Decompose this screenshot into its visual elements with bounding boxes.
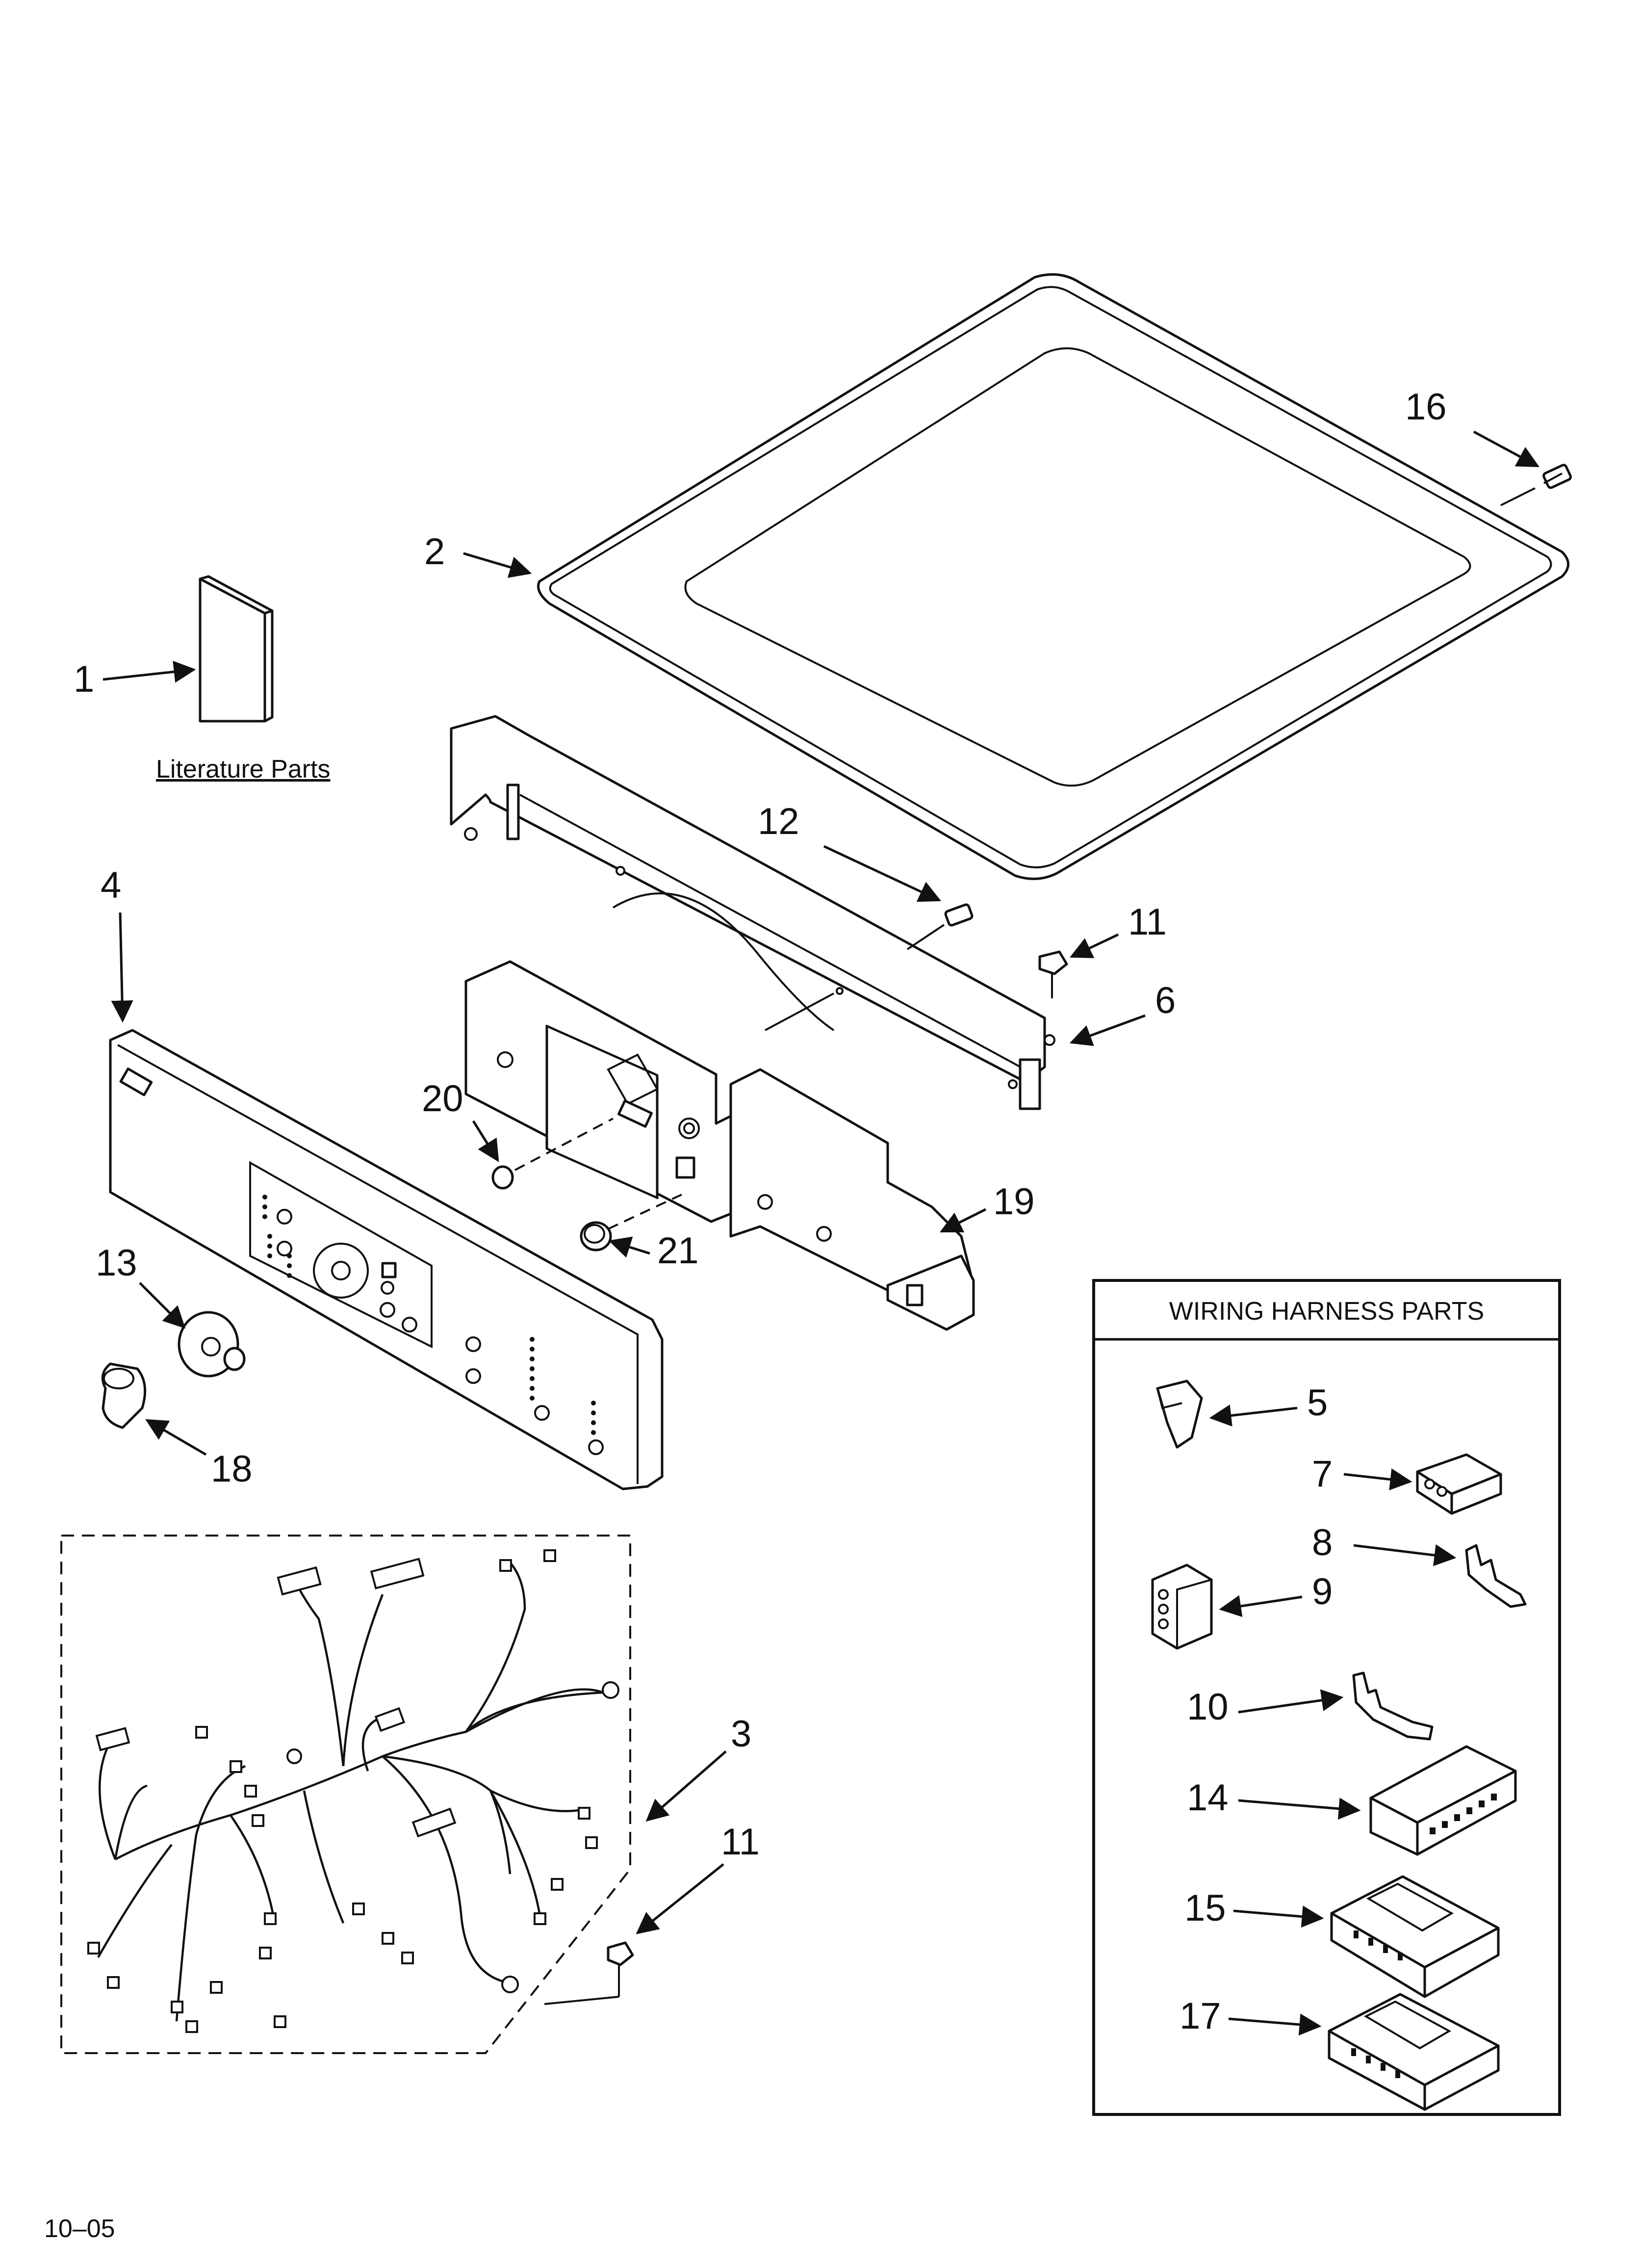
screw-12-axis-line [906, 924, 945, 950]
callout-2: 2 [424, 531, 445, 573]
callout-12-leader [823, 845, 942, 902]
callout-15-leader [1233, 1905, 1324, 1928]
literature-parts-caption: Literature Parts [156, 755, 331, 783]
dial-13-part [178, 1311, 246, 1378]
terminal-8-part [1465, 1544, 1527, 1608]
connector-7-part [1416, 1453, 1502, 1515]
callout-4-leader [111, 912, 133, 1023]
callout-21: 21 [657, 1230, 699, 1272]
callout-11-upper: 11 [1128, 901, 1167, 943]
connector-9-part [1151, 1564, 1213, 1650]
callout-3: 3 [731, 1713, 751, 1755]
callout-11-upper-leader [1069, 933, 1119, 958]
connector-14-part [1369, 1745, 1517, 1856]
console-panel-part [109, 1029, 664, 1490]
callout-14: 14 [1187, 1777, 1229, 1819]
screw-11-lower-part [544, 1941, 634, 2005]
button-21-axis-line [608, 1194, 682, 1230]
callout-17: 17 [1180, 1995, 1221, 2037]
button-21-part [580, 1221, 612, 1251]
control-bracket-part [450, 715, 1055, 1110]
callout-2-leader [463, 552, 532, 578]
screw-16-part [1542, 464, 1572, 489]
screw-11-upper-part [1038, 950, 1068, 998]
top-panel-part [537, 273, 1569, 880]
callout-6: 6 [1155, 980, 1176, 1021]
callout-5: 5 [1307, 1382, 1328, 1424]
callout-18-leader [145, 1419, 207, 1456]
footer-revision-code: 10–05 [44, 2215, 115, 2243]
callout-3-leader [645, 1750, 727, 1822]
screw-16-axis-line [1500, 487, 1536, 506]
knob-18-part [101, 1362, 147, 1429]
callout-16: 16 [1405, 386, 1447, 428]
terminal-10-part [1352, 1671, 1434, 1741]
callout-12: 12 [758, 801, 799, 842]
callout-10-leader [1238, 1689, 1344, 1714]
callout-13-leader [139, 1282, 186, 1329]
callout-11-lower-leader [636, 1863, 724, 1934]
clip-5-part [1156, 1380, 1203, 1449]
screw-12-part [944, 903, 974, 927]
callout-17-leader [1228, 2013, 1322, 2036]
callout-20: 20 [422, 1078, 463, 1120]
callout-10: 10 [1187, 1686, 1229, 1728]
callout-4: 4 [101, 864, 121, 906]
callout-18: 18 [211, 1448, 253, 1490]
wiring-harness-part [60, 1535, 631, 2054]
callout-15: 15 [1184, 1887, 1226, 1929]
callout-19: 19 [993, 1181, 1035, 1223]
callout-16-leader [1473, 430, 1539, 468]
callout-7: 7 [1312, 1453, 1333, 1495]
callout-14-leader [1238, 1798, 1361, 1820]
connector-17-part [1328, 1993, 1500, 2111]
callout-20-leader [472, 1120, 499, 1162]
cap-20-part [491, 1165, 514, 1190]
callout-1-leader [103, 660, 196, 683]
callout-1: 1 [74, 658, 94, 700]
callout-11-lower: 11 [721, 1821, 760, 1863]
literature-booklet-part [199, 575, 274, 723]
wiring-box-title: WIRING HARNESS PARTS [1169, 1297, 1484, 1326]
callout-9: 9 [1312, 1571, 1333, 1613]
callout-19-leader [939, 1208, 987, 1233]
callout-6-leader [1069, 1014, 1146, 1046]
callout-13: 13 [96, 1242, 137, 1284]
callout-7-leader [1343, 1468, 1412, 1490]
callout-5-leader [1209, 1405, 1298, 1427]
callout-9-leader [1219, 1595, 1303, 1617]
cap-20-axis-line [514, 1118, 614, 1171]
callout-8: 8 [1312, 1522, 1333, 1564]
callout-21-leader [608, 1236, 650, 1258]
connector-15-part [1330, 1875, 1500, 1998]
callout-8-leader [1353, 1544, 1457, 1566]
control-housing-part [464, 960, 975, 1331]
